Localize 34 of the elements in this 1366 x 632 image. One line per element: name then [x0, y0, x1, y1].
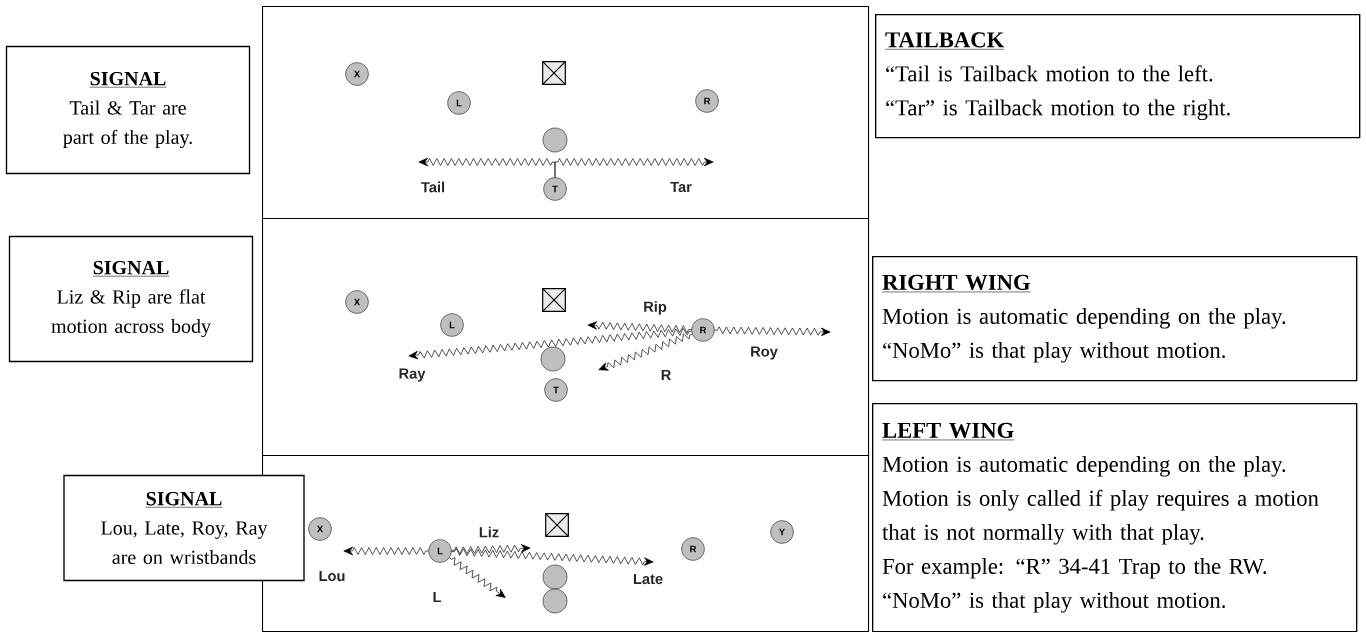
edge-label: Roy	[748, 345, 780, 361]
signal-box: SIGNAL Tail & Tar are part of the play.	[5, 45, 251, 175]
motion-arrow	[554, 157, 714, 178]
edge-label: Lou	[317, 569, 347, 583]
motion-arrow	[449, 557, 506, 598]
note-box: TAILBACK “Tail is Tailback motion to the left. “Tar” is Tailback motion to the right.	[875, 14, 1361, 139]
player-marker	[540, 346, 566, 372]
note-box: RIGHT WING Motion is automatic depending on the play. “NoMo” is that play without motion.	[872, 256, 1358, 382]
edge-label: Tail	[419, 180, 447, 194]
motion-arrow	[451, 544, 531, 555]
field-panel	[262, 6, 870, 220]
edge-label: Late	[631, 572, 665, 586]
motion-arrow	[598, 333, 693, 371]
signal-box: SIGNAL Liz & Rip are flat motion across body	[8, 235, 254, 363]
edge-label: Ray	[397, 367, 427, 383]
edge-label: Rip	[641, 299, 669, 317]
edge-label: Liz	[477, 525, 501, 539]
player-marker	[542, 588, 568, 614]
center-square	[542, 288, 566, 312]
motion-arrow	[451, 548, 654, 566]
motion-arrow	[714, 326, 831, 337]
signal-box: SIGNAL Lou, Late, Roy, Ray are on wristbands	[63, 474, 305, 582]
player-marker	[542, 127, 568, 153]
center-square	[545, 513, 569, 537]
player-marker	[542, 564, 568, 590]
center-square	[542, 61, 566, 85]
edge-label: L	[431, 590, 443, 604]
edge-label: R	[659, 368, 673, 382]
motion-arrow	[408, 327, 692, 360]
motion-arrow	[343, 546, 429, 556]
field-panel	[262, 218, 870, 457]
motion-arrow	[587, 321, 692, 334]
edge-label: Tar	[668, 180, 694, 194]
note-box: LEFT WING Motion is automatic depending on the play. Motion is only called if play requires a motion that is not normally with that play. For example: “R” 34-41 Trap to the RW. “NoMo” is that play without motion.	[872, 403, 1358, 632]
